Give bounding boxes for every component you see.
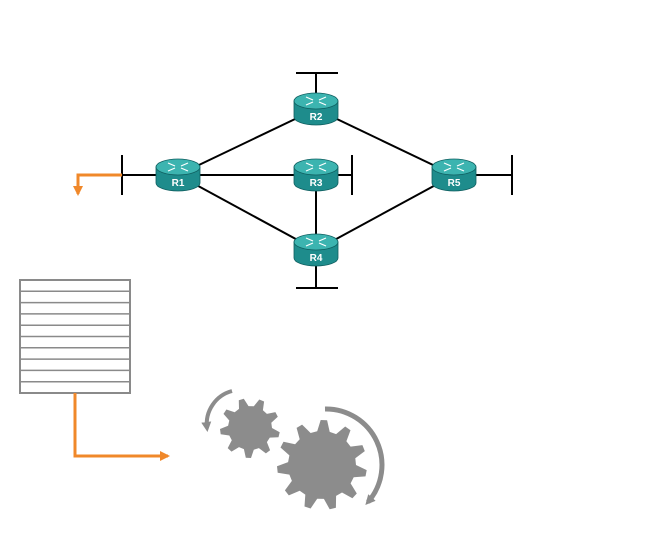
router-r2-icon[interactable]: R2 xyxy=(293,92,339,126)
lan-segments xyxy=(121,72,513,289)
link-r1-r4 xyxy=(177,174,317,251)
router-r5-icon[interactable]: R5 xyxy=(431,158,477,192)
lan-r1 xyxy=(121,155,160,195)
router-r4-icon[interactable]: R4 xyxy=(293,233,339,267)
router-links xyxy=(177,108,455,251)
link-r4-r5 xyxy=(315,174,455,251)
link-r1-r2 xyxy=(177,108,317,176)
link-r2-r5 xyxy=(315,108,455,176)
rotate-arrow-small-icon xyxy=(201,389,233,432)
processing-gears-icon xyxy=(201,389,385,510)
large-gear-icon xyxy=(277,420,367,510)
router-label: R2 xyxy=(310,112,323,123)
lan-r5 xyxy=(476,155,513,195)
router-r1-icon[interactable]: R1 xyxy=(155,158,201,192)
flow-arrow-icon xyxy=(73,393,170,461)
router-label: R3 xyxy=(310,178,323,189)
incoming-arrow-icon xyxy=(73,173,122,196)
router-r3-icon[interactable]: R3 xyxy=(293,158,339,192)
lan-r3 xyxy=(338,155,353,195)
router-label: R5 xyxy=(448,178,461,189)
small-gear-icon xyxy=(220,398,280,458)
router-label: R4 xyxy=(310,253,323,264)
router-label: R1 xyxy=(172,178,185,189)
routing-table-icon xyxy=(19,279,131,394)
rotate-arrow-large-icon xyxy=(324,406,385,506)
